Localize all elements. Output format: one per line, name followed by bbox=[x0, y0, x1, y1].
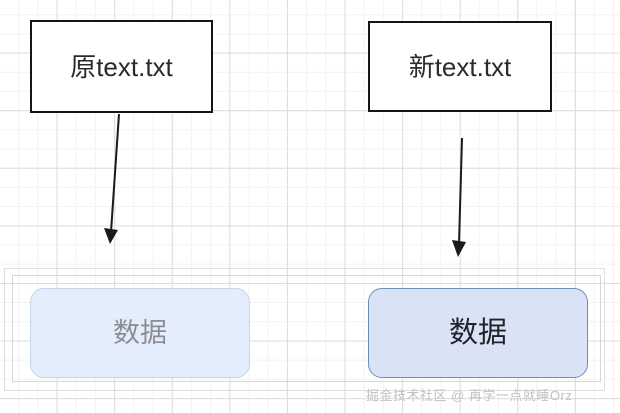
file-box-new[interactable]: 新text.txt bbox=[368, 21, 552, 112]
arrow-new-to-new-data bbox=[452, 137, 466, 257]
pool-outer-container bbox=[4, 268, 605, 391]
data-box-new[interactable]: 数据 bbox=[368, 288, 588, 378]
pool-inner-container bbox=[12, 275, 601, 382]
data-box-new-label: 数据 bbox=[448, 316, 507, 349]
arrow-original-to-old-data bbox=[104, 113, 120, 244]
file-box-original[interactable]: 原text.txt bbox=[30, 20, 213, 113]
data-box-old-label: 数据 bbox=[113, 317, 167, 348]
file-box-original-label: 原text.txt bbox=[70, 51, 173, 82]
data-box-old[interactable]: 数据 bbox=[30, 288, 250, 378]
file-box-new-label: 新text.txt bbox=[408, 51, 512, 82]
